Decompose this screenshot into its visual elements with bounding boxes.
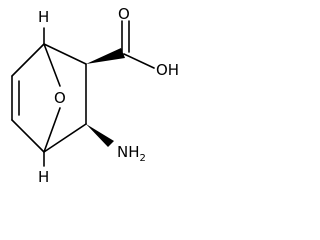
bond-obridge-c4 — [43, 107, 61, 153]
bond-c1-c6 — [11, 43, 45, 77]
atom-h-top: H — [38, 8, 49, 26]
wedge-bond-c2-cooh — [86, 48, 125, 64]
bond-c-hydroxyl — [123, 53, 155, 69]
atom-amine: NH2 — [117, 143, 146, 164]
molecule-structure-diagram: H O H O OH NH2 — [11, 5, 179, 186]
bond-c1-obridge — [43, 43, 61, 87]
wedge-bond-c3-nh2 — [86, 124, 114, 147]
atom-amine-subscript: 2 — [140, 153, 146, 164]
atom-hydroxyl: OH — [156, 61, 179, 79]
bond-c3-c4 — [43, 123, 87, 153]
bond-c5-c4 — [11, 119, 45, 153]
atom-o-bridge: O — [54, 89, 66, 107]
atom-amine-main: NH — [117, 143, 140, 161]
atom-h-bottom: H — [38, 168, 49, 186]
bond-c1-c2 — [43, 43, 87, 65]
atom-o-carbonyl: O — [118, 5, 130, 23]
